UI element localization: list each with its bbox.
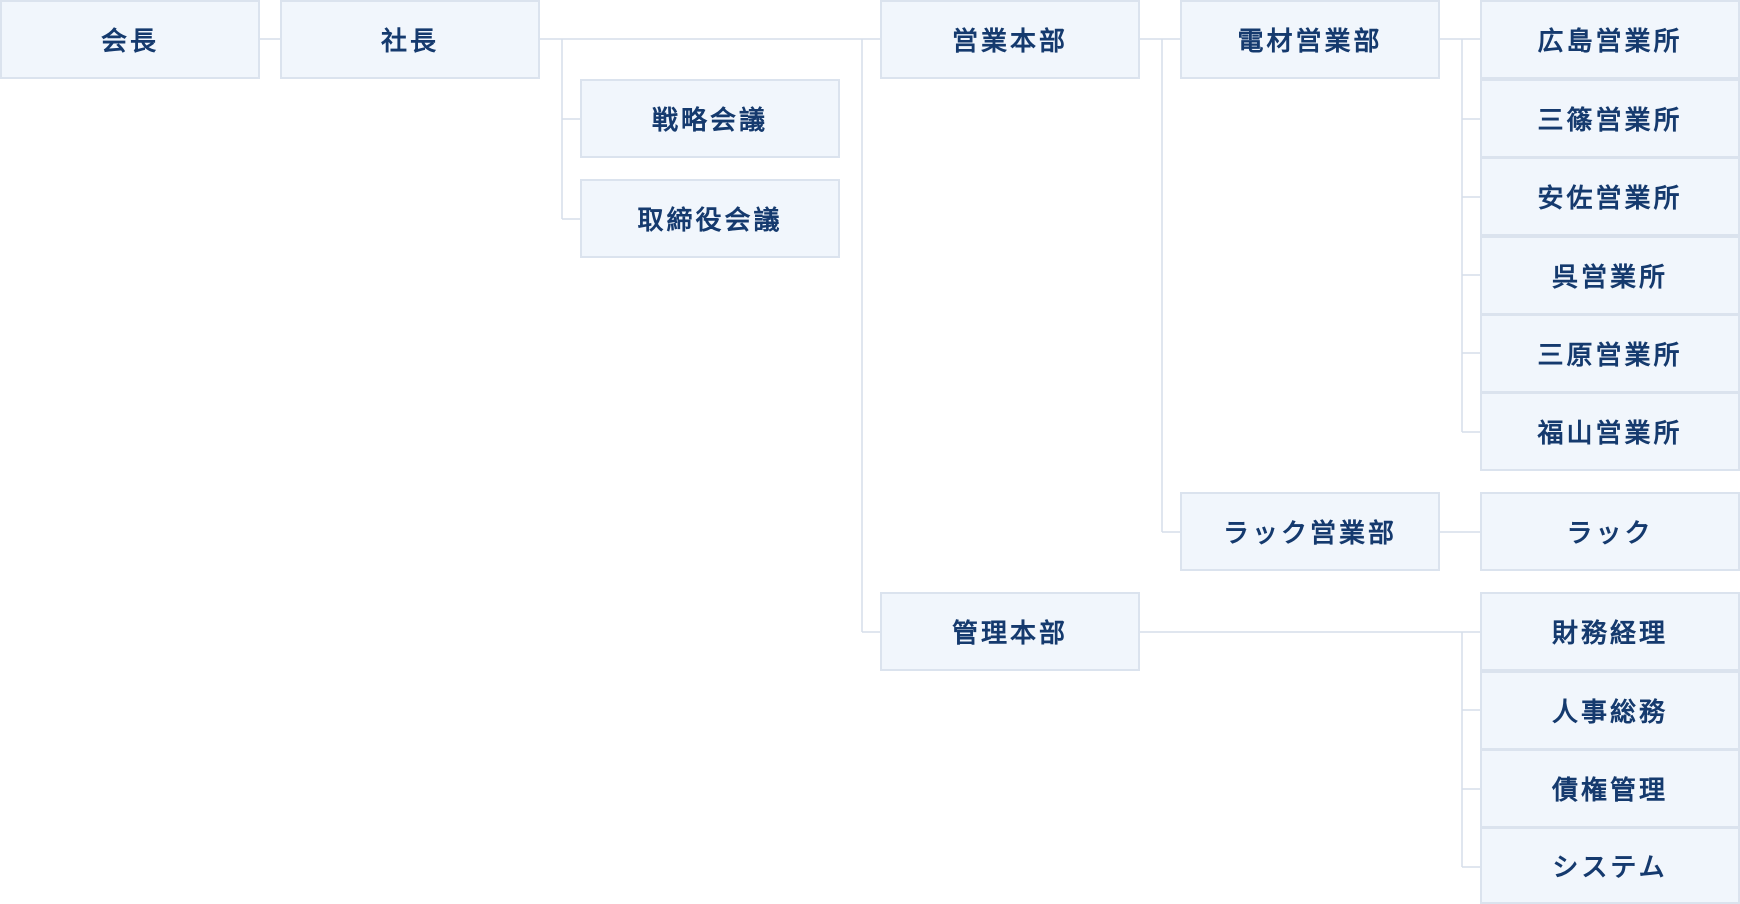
node-chairman: 会長 bbox=[0, 0, 260, 79]
node-strategy-meeting: 戦略会議 bbox=[580, 79, 840, 158]
node-rack: ラック bbox=[1480, 492, 1740, 571]
node-sales-hq: 営業本部 bbox=[880, 0, 1140, 79]
node-office: 安佐営業所 bbox=[1480, 157, 1740, 236]
node-admin-unit: システム bbox=[1480, 827, 1740, 904]
node-office: 三篠営業所 bbox=[1480, 79, 1740, 158]
node-admin-unit: 債権管理 bbox=[1480, 749, 1740, 828]
node-board-meeting: 取締役会議 bbox=[580, 179, 840, 258]
node-office: 広島営業所 bbox=[1480, 0, 1740, 79]
node-admin-unit: 財務経理 bbox=[1480, 592, 1740, 671]
node-office: 三原営業所 bbox=[1480, 314, 1740, 393]
node-admin-unit: 人事総務 bbox=[1480, 671, 1740, 750]
node-electric-sales-dept: 電材営業部 bbox=[1180, 0, 1440, 79]
node-office: 呉営業所 bbox=[1480, 236, 1740, 315]
node-office: 福山営業所 bbox=[1480, 392, 1740, 471]
node-president: 社長 bbox=[280, 0, 540, 79]
node-rack-sales-dept: ラック営業部 bbox=[1180, 492, 1440, 571]
node-admin-hq: 管理本部 bbox=[880, 592, 1140, 671]
